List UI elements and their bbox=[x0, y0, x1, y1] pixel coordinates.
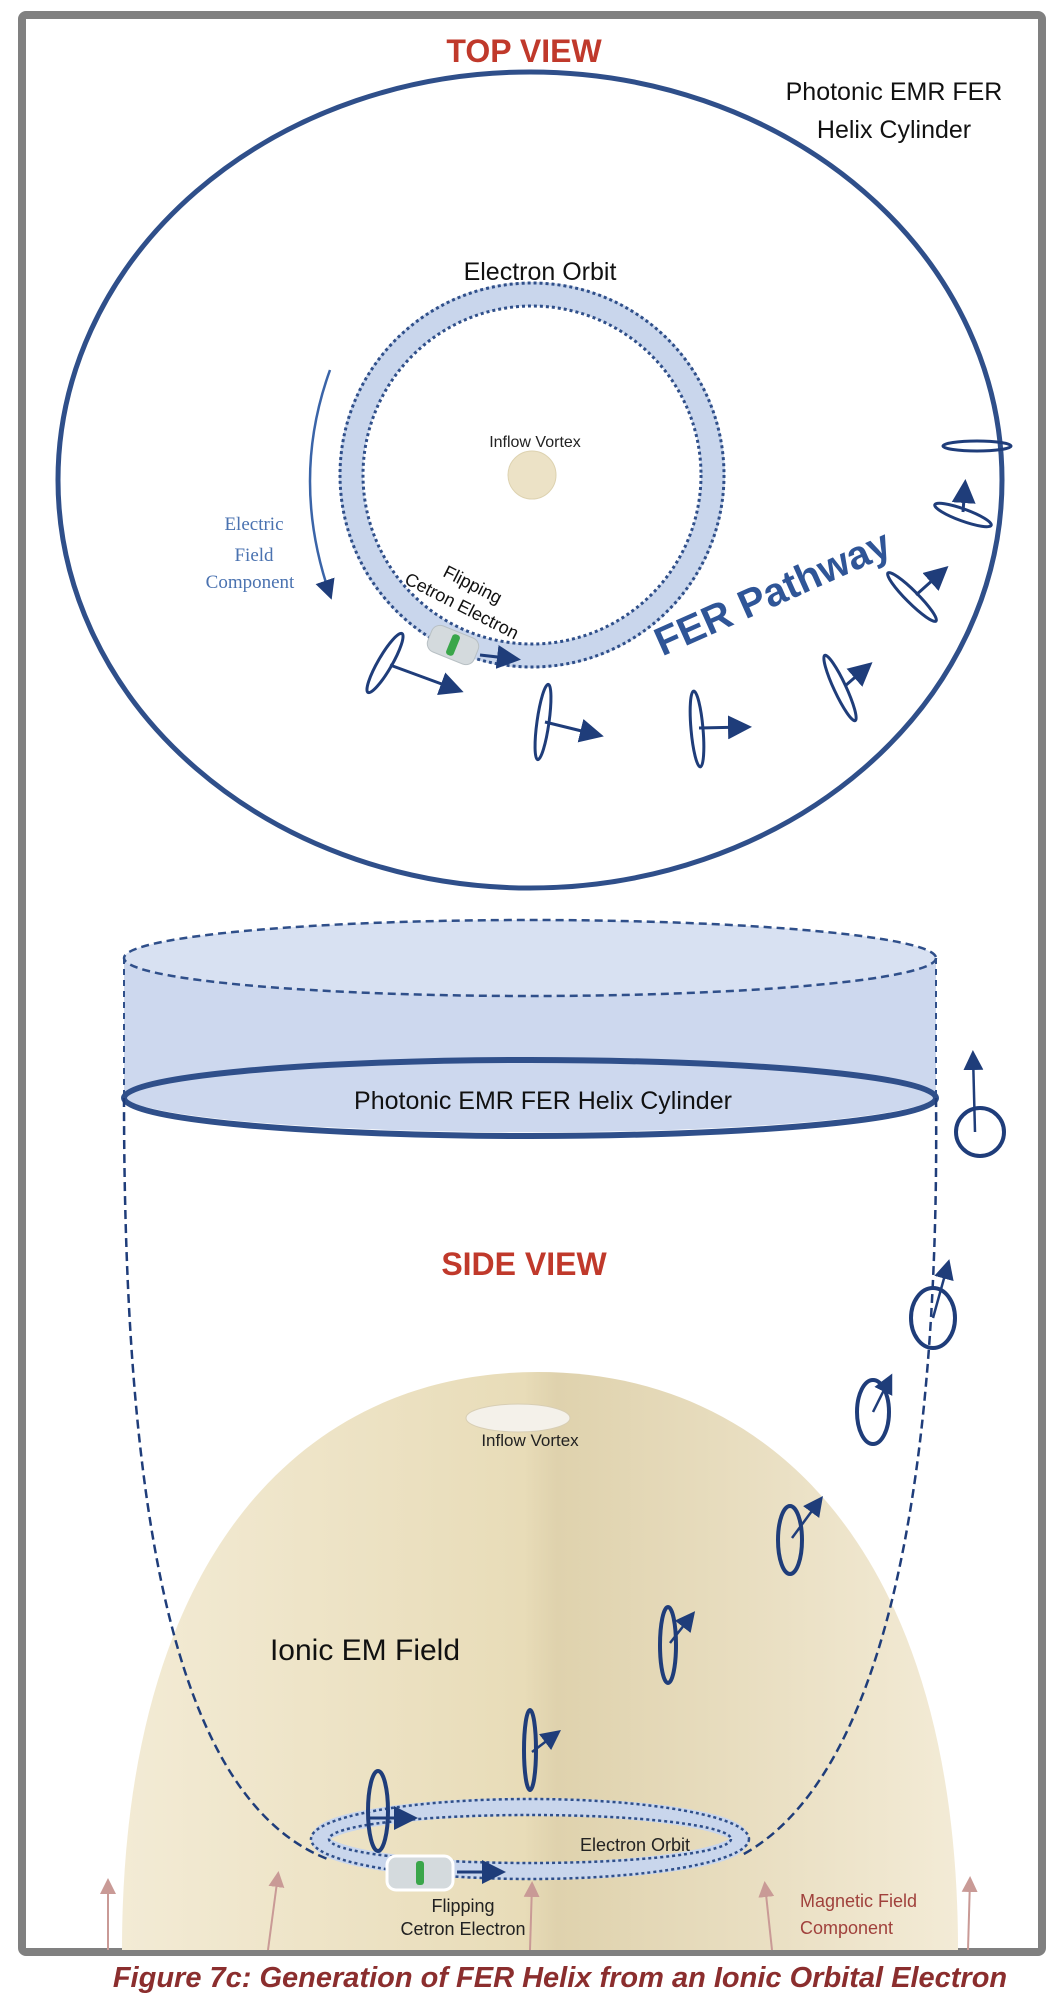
side-flipping-label: Flipping bbox=[431, 1896, 494, 1916]
top-view: TOP VIEW Photonic EMR FER Helix Cylinder… bbox=[55, 33, 1013, 891]
electron-direction-arrow bbox=[479, 645, 521, 669]
electron-orbit-label: Electron Orbit bbox=[464, 258, 617, 286]
cetron-electron-icon bbox=[426, 624, 480, 666]
fer-photon-glyph bbox=[776, 1495, 823, 1576]
fer-photon-glyph bbox=[822, 653, 873, 723]
fer-photon-glyph bbox=[933, 479, 993, 529]
electron-orbit-ring bbox=[338, 281, 726, 669]
side-electron-orbit-label: Electron Orbit bbox=[580, 1835, 690, 1855]
figure-caption: Figure 7c: Generation of FER Helix from … bbox=[113, 1962, 1007, 1994]
electric-field-arrow bbox=[308, 369, 335, 600]
side-cetron-electron-icon bbox=[385, 1854, 455, 1892]
fer-photon-glyph bbox=[522, 1708, 561, 1792]
ionic-em-field-dome bbox=[122, 1372, 958, 1950]
top-view-heading: TOP VIEW bbox=[446, 33, 602, 69]
fer-photon-glyph bbox=[855, 1373, 893, 1446]
side-electron-orbit bbox=[309, 1797, 751, 1881]
magnetic-field-line1: Magnetic Field bbox=[800, 1891, 917, 1911]
fer-photon-glyph bbox=[366, 1769, 390, 1853]
fer-photon-glyph bbox=[941, 439, 1013, 453]
inflow-vortex-opening bbox=[465, 1403, 571, 1433]
magnetic-field-line2: Component bbox=[800, 1918, 893, 1938]
fer-photon-glyphs-top bbox=[365, 439, 1013, 769]
fer-photon-glyph bbox=[688, 689, 752, 769]
side-inflow-vortex-label: Inflow Vortex bbox=[481, 1431, 579, 1450]
fer-photon-glyph bbox=[954, 1050, 1006, 1158]
inflow-vortex-dot bbox=[507, 450, 557, 500]
cylinder-label-line1: Photonic EMR FER bbox=[786, 78, 1003, 106]
helix-cylinder-outline bbox=[55, 69, 1005, 891]
side-cetron-electron-label: Cetron Electron bbox=[400, 1919, 525, 1939]
side-cylinder-label: Photonic EMR FER Helix Cylinder bbox=[354, 1087, 732, 1115]
electric-field-line1: Electric bbox=[224, 514, 283, 535]
cylinder-body bbox=[124, 958, 936, 1133]
helix-envelope bbox=[122, 1097, 938, 1862]
fer-photon-glyph bbox=[886, 566, 949, 623]
fer-photon-glyph bbox=[533, 682, 604, 762]
magnetic-field-arrows bbox=[100, 1871, 978, 1951]
fer-photon-glyph bbox=[658, 1605, 696, 1685]
cylinder-label-line2: Helix Cylinder bbox=[817, 116, 971, 144]
ionic-em-field-label: Ionic EM Field bbox=[270, 1634, 460, 1667]
electric-field-line3: Component bbox=[206, 572, 295, 593]
inflow-vortex-label: Inflow Vortex bbox=[489, 434, 581, 451]
fer-photon-glyphs-side bbox=[366, 1050, 1006, 1853]
side-view: Inflow Vortex Ionic EM Field Photonic EM… bbox=[100, 918, 1006, 1951]
side-view-heading: SIDE VIEW bbox=[441, 1246, 607, 1282]
electric-field-line2: Field bbox=[234, 545, 274, 566]
fer-photon-glyph bbox=[909, 1259, 957, 1350]
fer-photon-glyph bbox=[365, 631, 464, 696]
cylinder-top-rim bbox=[122, 918, 938, 998]
